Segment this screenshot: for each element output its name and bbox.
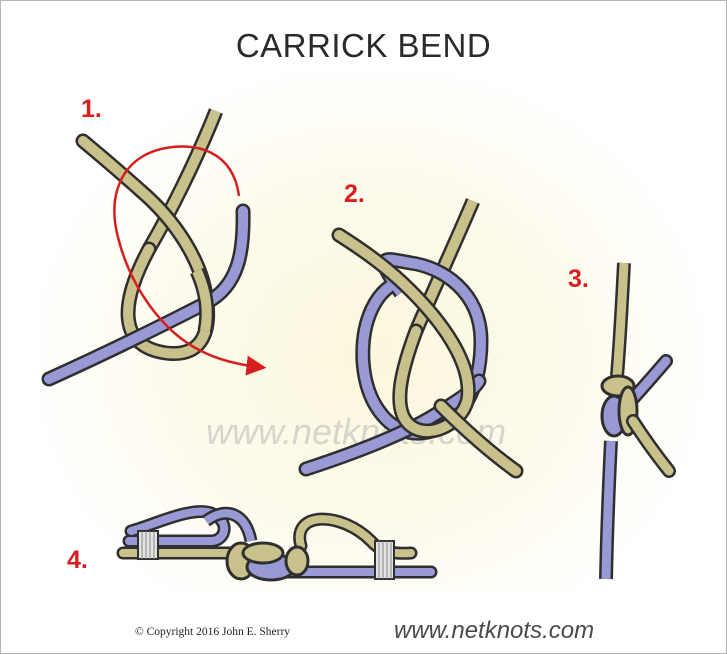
step-3-diagram — [599, 262, 676, 580]
site-url: www.netknots.com — [394, 617, 595, 644]
left-whipping — [137, 530, 159, 560]
step-1-label: 1. — [81, 95, 102, 123]
step-1-diagram — [41, 108, 267, 387]
step-2-diagram — [298, 198, 524, 479]
step-4-diagram — [116, 505, 438, 582]
right-whipping — [374, 540, 395, 580]
step-2-label: 2. — [344, 180, 365, 208]
step-3-label: 3. — [568, 265, 589, 293]
step-4-label: 4. — [67, 546, 88, 574]
copyright-text: © Copyright 2016 John E. Sherry — [135, 626, 291, 638]
page-title: CARRICK BEND — [235, 27, 492, 64]
